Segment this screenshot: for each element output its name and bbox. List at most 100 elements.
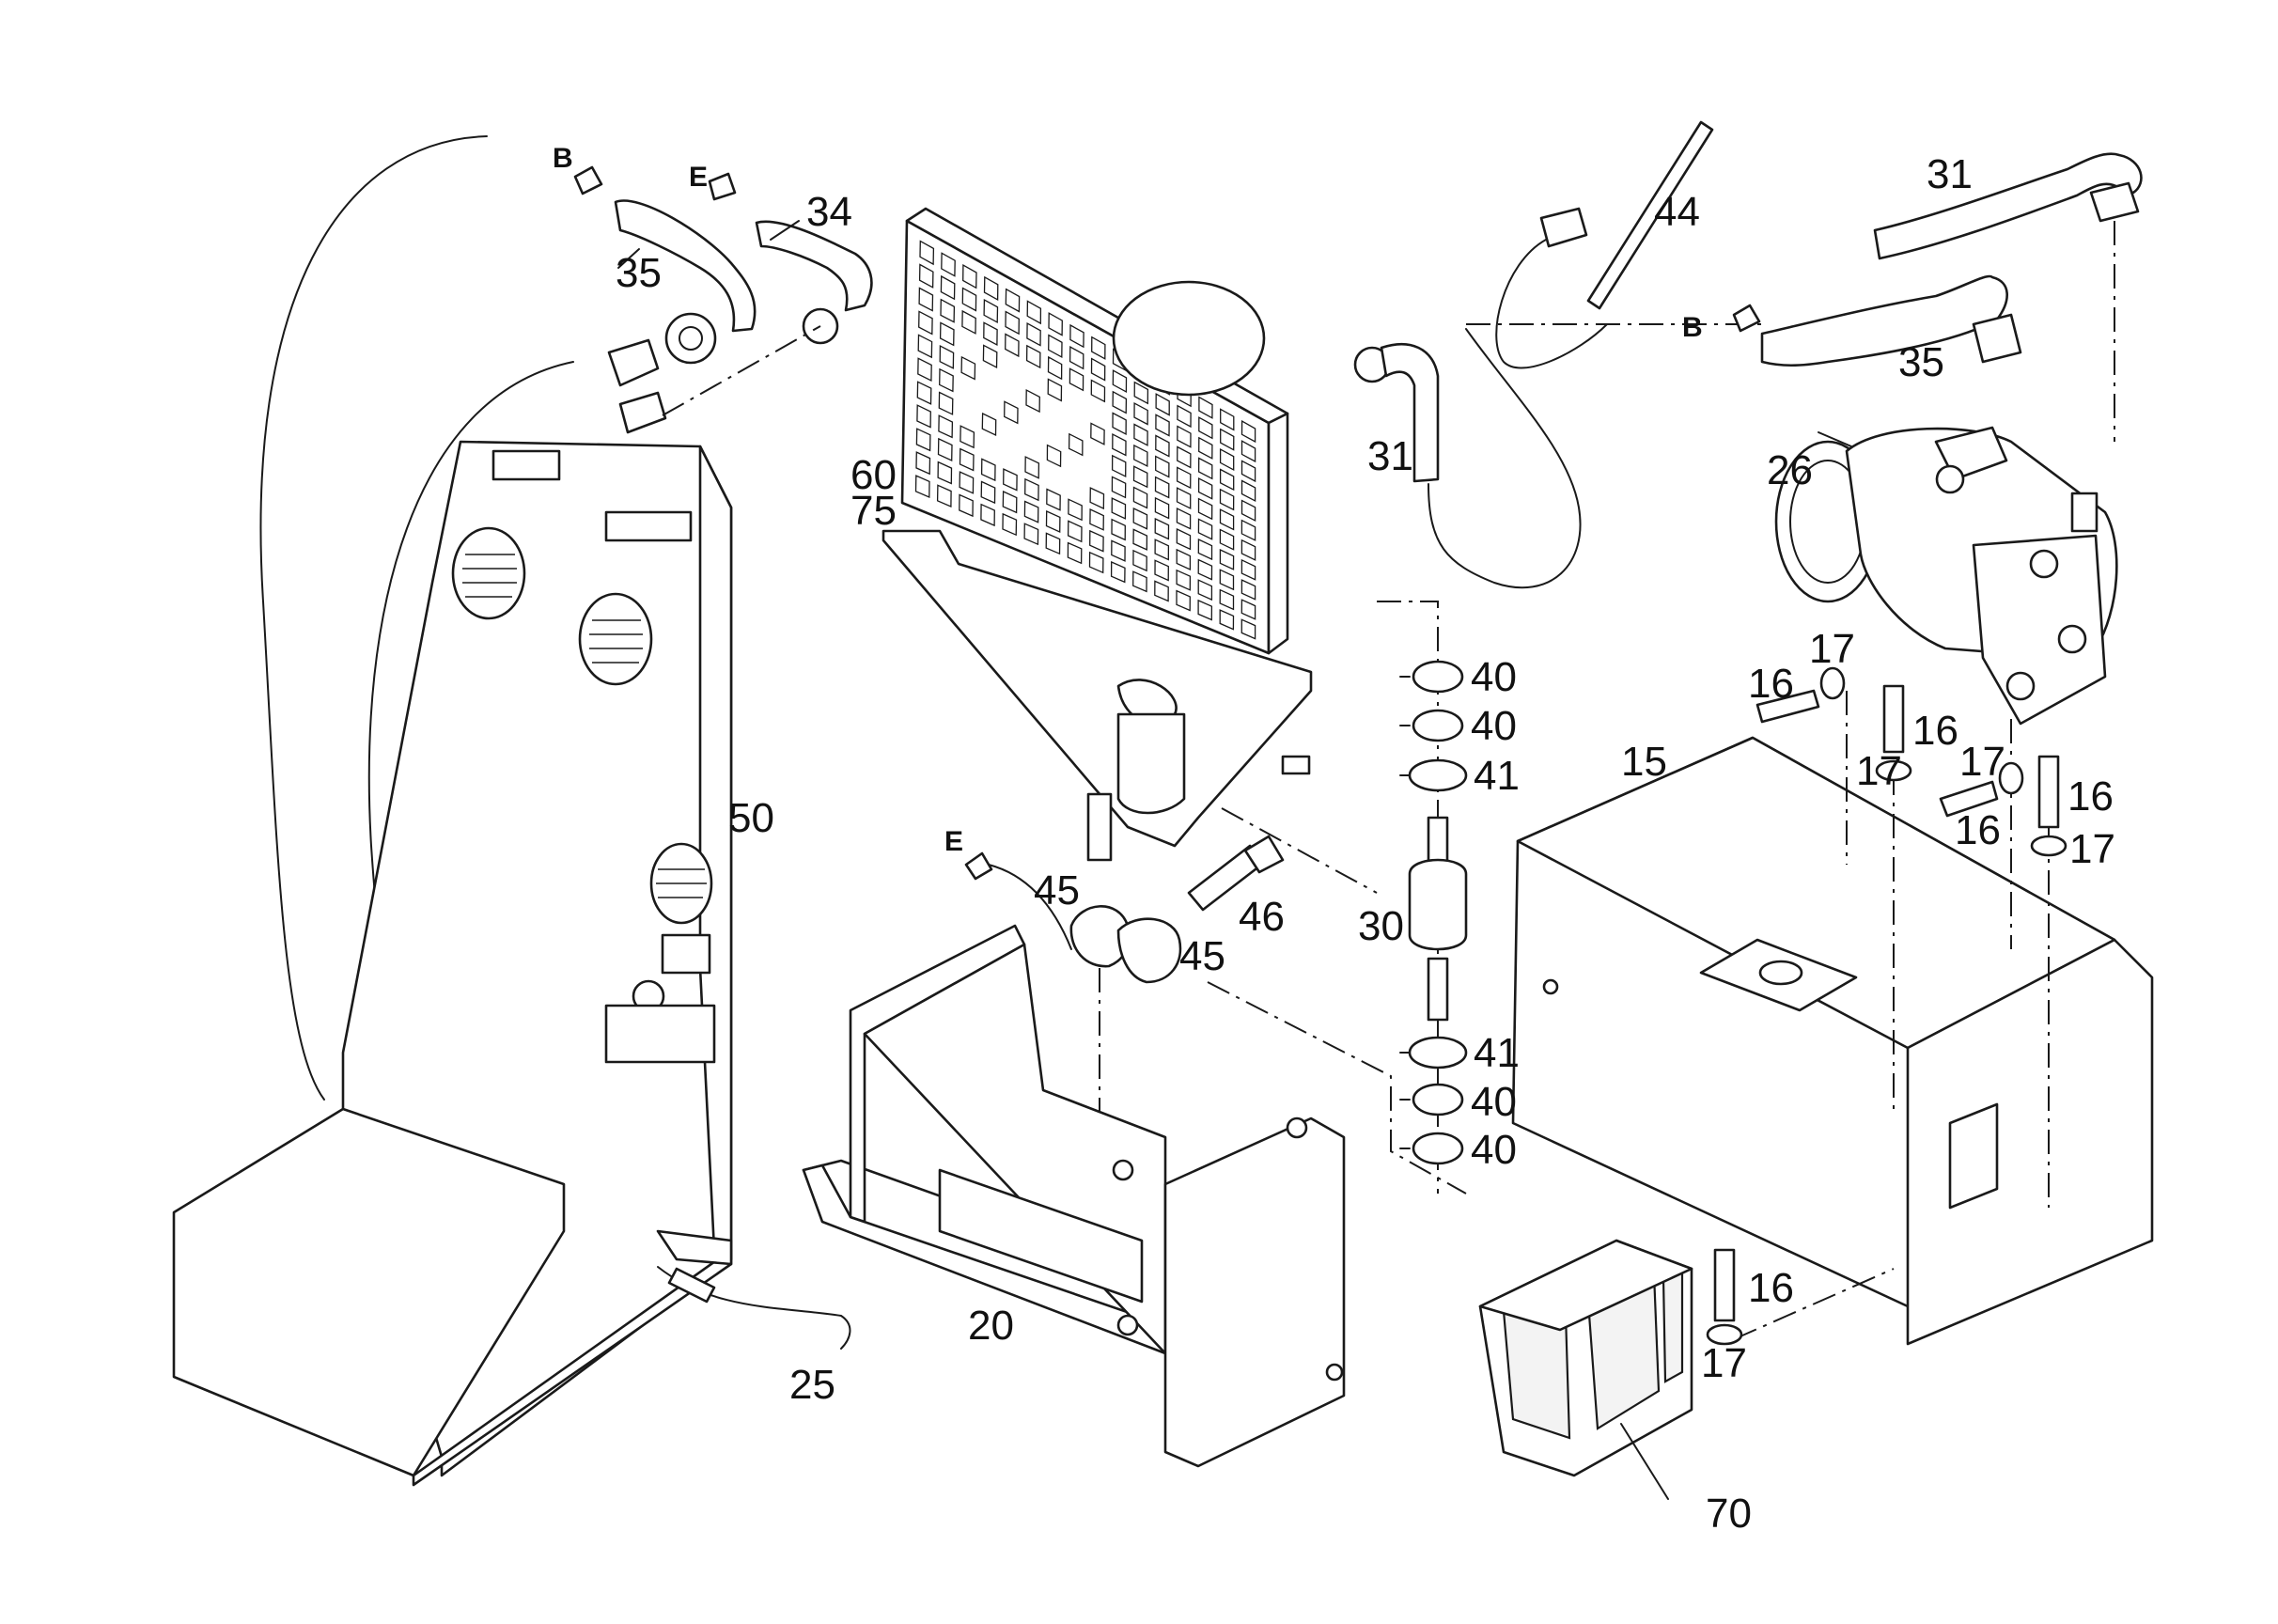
- hose-part-35-right: [1466, 274, 2022, 367]
- bracket-assembly-line: [1207, 981, 1467, 1195]
- grille-cell: [938, 391, 954, 415]
- grille-cell: [1068, 432, 1084, 457]
- cover-box-hole: [1542, 978, 1559, 995]
- grille-cell: [1197, 579, 1213, 601]
- grille-cell: [918, 310, 933, 336]
- callout-e-mid: E: [944, 826, 963, 857]
- grille-cell: [1219, 569, 1235, 591]
- grille-cell: [917, 357, 932, 383]
- condenser-clip: [1281, 755, 1311, 775]
- grille-cell: [1067, 541, 1083, 565]
- bolt-16-e: [1713, 1248, 1736, 1322]
- grille-cell: [1155, 414, 1170, 437]
- arrow-b-right-head: [1732, 304, 1761, 333]
- bracket-frame-part-20: [802, 924, 1467, 1468]
- mount-assembly-line: [1221, 807, 1378, 894]
- nut-40-c: [1412, 1083, 1464, 1116]
- grille-cell: [983, 299, 999, 323]
- washer-41-a: [1408, 758, 1468, 792]
- grille-cell: [981, 412, 997, 437]
- grille-cell: [916, 404, 931, 429]
- callout-15: 15: [1621, 739, 1667, 785]
- grille-cell: [915, 428, 931, 452]
- assembly-line-34: [662, 325, 821, 416]
- grille-cell: [1197, 518, 1213, 540]
- nut-40-d: [1412, 1132, 1464, 1165]
- callout-41-a: 41: [1474, 753, 1520, 799]
- rubber-mount-30-body: [1408, 858, 1468, 951]
- callout-40-c: 40: [1471, 1079, 1517, 1125]
- hose-31-top-nut: [2089, 181, 2140, 223]
- callout-e-top: E: [689, 162, 708, 193]
- grille-cell: [1240, 460, 1256, 483]
- grille-cell: [1132, 507, 1148, 530]
- bolt-axis-e: [1733, 1268, 1895, 1340]
- cable-tie-lock-head: [1539, 207, 1588, 248]
- grille-cell: [1197, 558, 1213, 581]
- grille-cell: [1133, 402, 1148, 426]
- grille-cell: [980, 503, 995, 527]
- grille-cell: [1219, 609, 1235, 631]
- callout-17-c: 17: [1959, 739, 2005, 785]
- grille-cell: [1005, 310, 1020, 336]
- receiver-drier-cylinder: [1116, 712, 1186, 815]
- grille-cell: [962, 263, 977, 289]
- display-panel-left: [491, 449, 561, 481]
- compressor-bolt-upper: [1935, 464, 1965, 494]
- grille-cell: [983, 321, 998, 346]
- grille-cell: [1197, 477, 1213, 500]
- grille-cell: [938, 414, 954, 439]
- grille-cell: [1219, 588, 1235, 611]
- grille-cell: [1154, 476, 1170, 499]
- callout-16-a: 16: [1748, 661, 1794, 707]
- callout-31-top: 31: [1927, 151, 1973, 197]
- grille-cell: [959, 447, 975, 472]
- grille-cell: [937, 437, 953, 462]
- bolt-16-c: [1939, 780, 1999, 818]
- grille-cell: [1068, 498, 1083, 522]
- grille-cell: [1176, 548, 1192, 571]
- grille-cell: [1112, 412, 1127, 435]
- callout-46: 46: [1239, 894, 1285, 940]
- grille-cell: [1240, 419, 1256, 444]
- grille-cell: [939, 367, 954, 393]
- grille-cell: [1111, 454, 1127, 477]
- fitting-nut-35: [664, 312, 717, 365]
- grille-cell: [980, 458, 996, 482]
- hose-fitting-34-body: [755, 220, 873, 312]
- washer-17-c: [1998, 761, 2024, 795]
- fitting-nut-35-bore: [679, 326, 703, 351]
- grille-cell: [1045, 509, 1061, 534]
- grille-cell: [959, 493, 974, 518]
- bracket-cutout: [938, 1168, 1144, 1304]
- callout-17-d: 17: [2069, 826, 2115, 872]
- grille-cell: [1240, 479, 1256, 502]
- grille-cell: [916, 381, 932, 405]
- grille-cell: [1219, 548, 1235, 570]
- hose-part-31-top: [1873, 152, 2143, 442]
- bolts-16-washers-17: [1706, 666, 2067, 1346]
- grille-cell: [1219, 468, 1235, 492]
- grille-cell: [937, 461, 953, 485]
- grille-cell: [1240, 519, 1256, 541]
- grille-cell: [960, 425, 975, 449]
- display-panel-right: [604, 510, 693, 542]
- drier-mount-stud: [1086, 792, 1113, 862]
- callout-34: 34: [806, 189, 852, 235]
- grille-cell: [1110, 561, 1126, 584]
- callout-25: 25: [789, 1362, 835, 1408]
- grille-cell: [939, 345, 955, 369]
- grille-cell: [1198, 436, 1213, 460]
- compressor-head-bolt-b: [2057, 624, 2087, 654]
- grille-cell: [941, 252, 956, 277]
- grille-cell: [1004, 400, 1019, 425]
- grille-cell: [1112, 369, 1128, 393]
- callout-35-right: 35: [1898, 339, 1944, 385]
- grille-cell: [1047, 378, 1063, 402]
- cable-part-25: [657, 1266, 851, 1350]
- grille-cell: [1197, 497, 1213, 521]
- nut-40-b: [1412, 709, 1464, 742]
- hose-35-right-nut: [1972, 313, 2022, 364]
- arrow-b-top-head: [573, 165, 603, 195]
